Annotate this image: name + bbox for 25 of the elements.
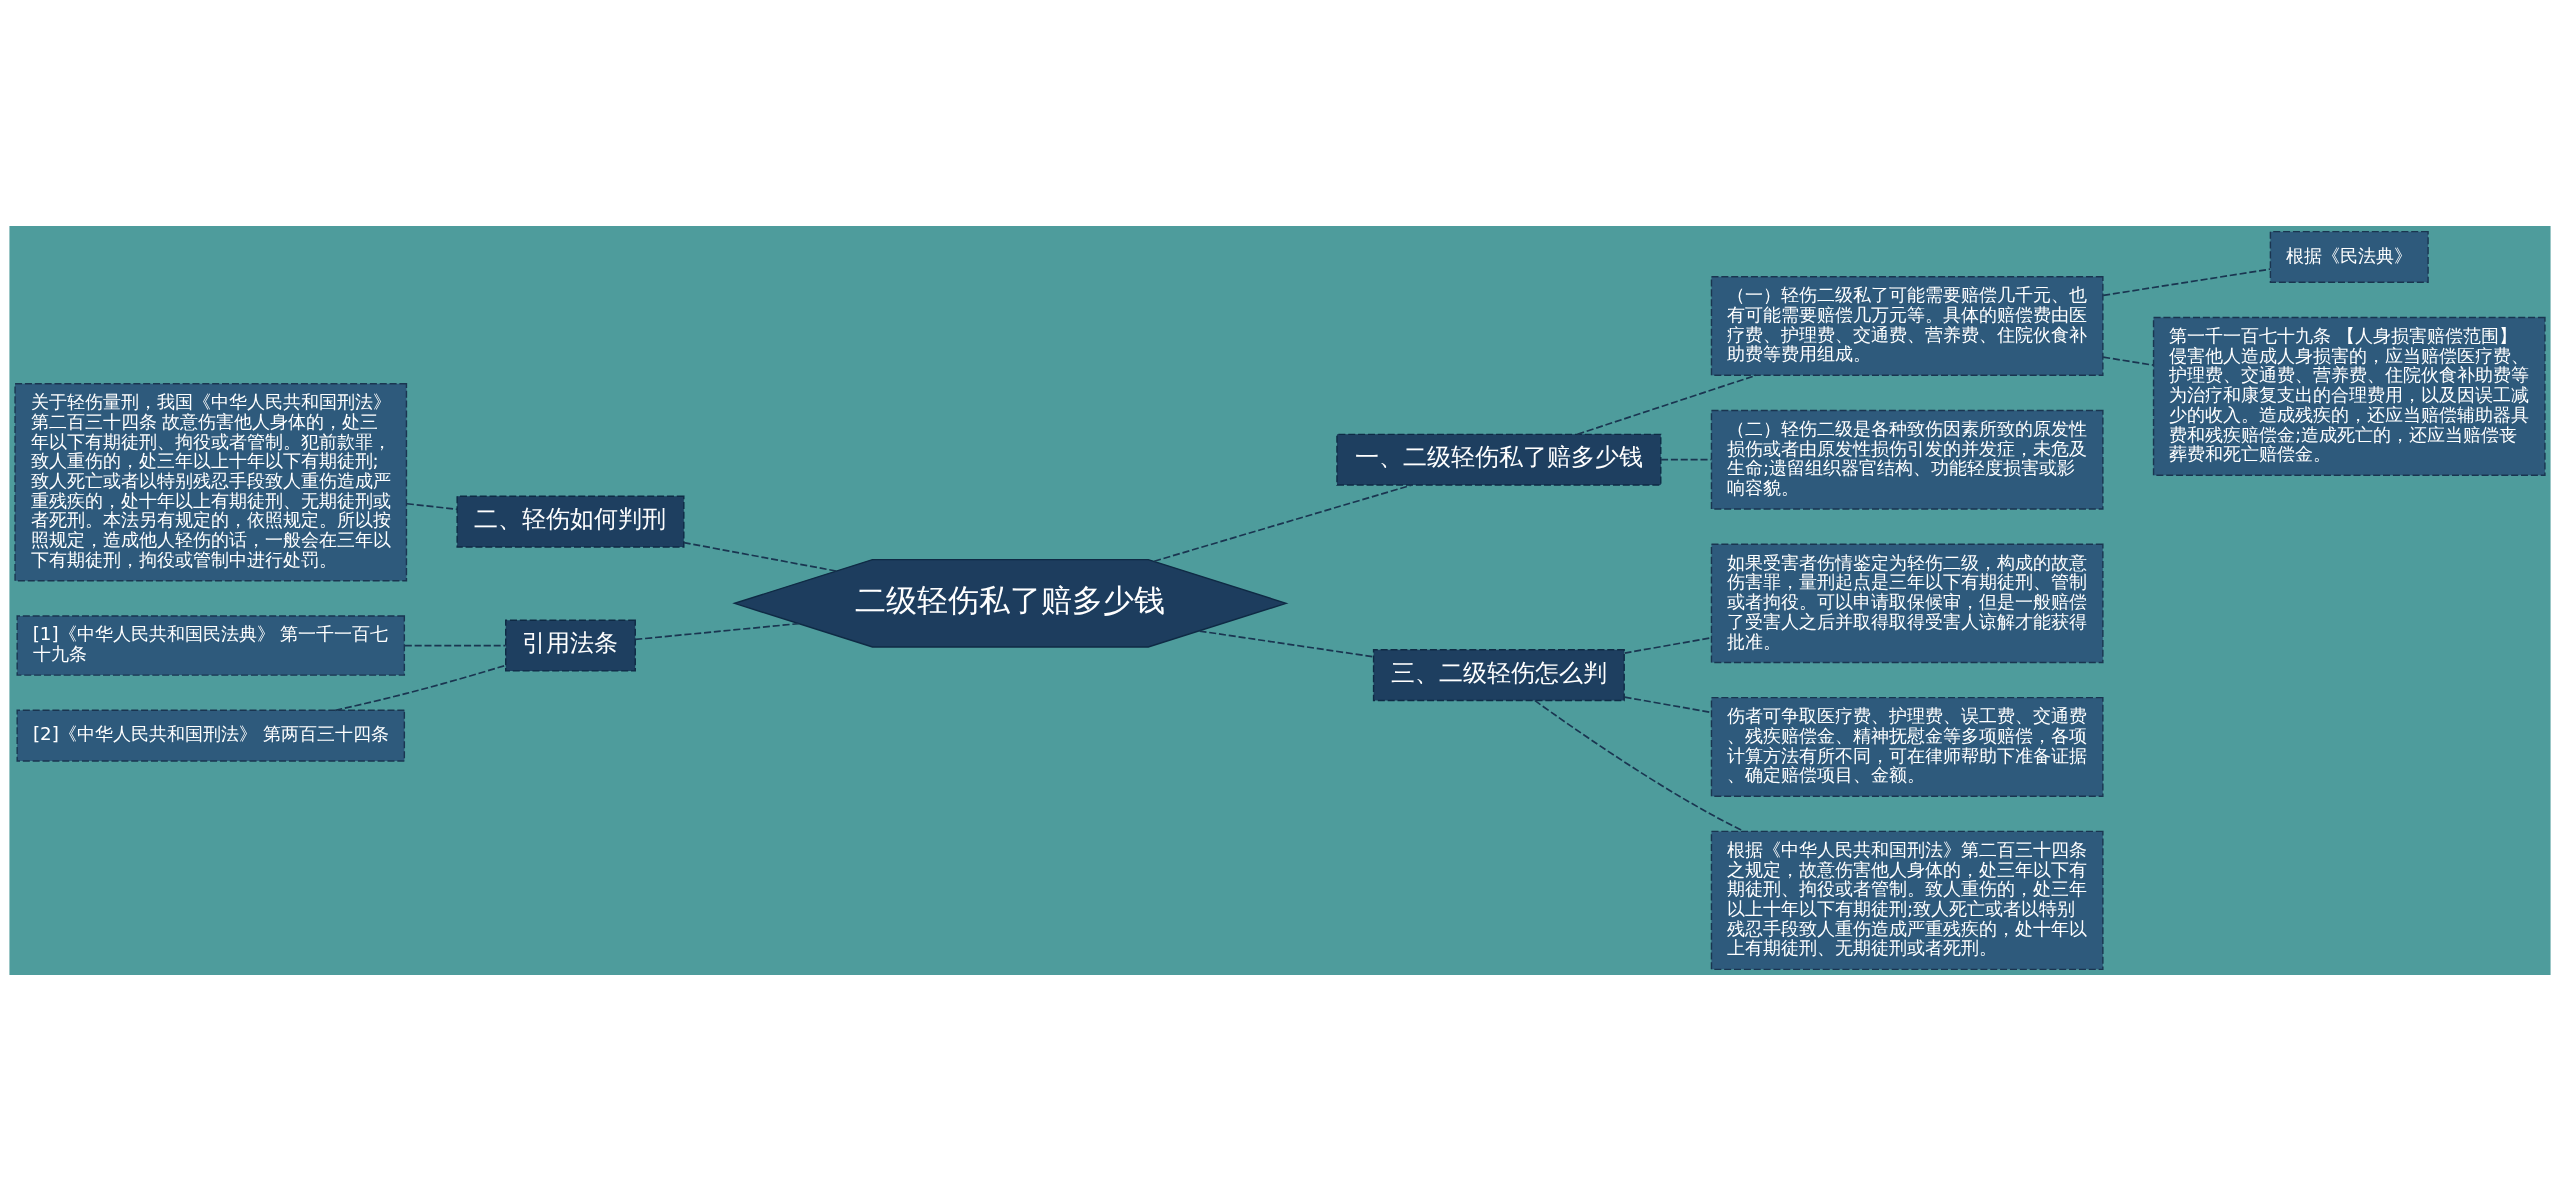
node-box: （一）轻伤二级私了可能需要赔偿几千元、也有可能需要赔偿几万元等。具体的赔偿费由医疗费、护理费、交通费、营养费、住院伙食补助费等费用组成。	[1710, 275, 2104, 376]
node-box: 如果受害者伤情鉴定为轻伤二级，构成的故意伤害罪，量刑起点是三年以下有期徒刑、管制或者拘役。可以申请取保候审，但是一般赔偿了受害人之后并取得取得受害人谅解才能获得批准。	[1710, 542, 2104, 663]
node-box: 第一千一百七十九条 【人身损害赔偿范围】侵害他人造成人身损害的，应当赔偿医疗费、护理费、交通费、营养费、住院伙食补助费等为治疗和康复支出的合理费用，以及因误工减少的收入。造成残疾的，还应当赔偿辅助器具费和残疾赔偿金;造成死亡的，还应当赔偿丧葬费和死亡赔偿金。	[2152, 316, 2546, 476]
node-box: （二）轻伤二级是各种致伤因素所致的原发性损伤或者由原发性损伤引发的并发症，未危及生命;遗留组织器官结构、功能轻度损害或影响容貌。	[1710, 409, 2104, 510]
connector	[634, 622, 800, 640]
node-box: 一、二级轻伤私了赔多少钱	[1336, 433, 1662, 486]
connector	[2102, 267, 2271, 296]
connector	[334, 664, 507, 711]
node-box: 根据《中华人民共和国刑法》第二百三十四条之规定，故意伤害他人身体的，处三年以下有期徒刑、拘役或者管制。致人重伤的，处三年以上十年以下有期徒刑;致人死亡或者以特别残忍手段致人重伤造成严重残疾的，处十年以上有期徒刑、无期徒刑或者死刑。	[1710, 830, 2104, 970]
node-box: 关于轻伤量刑，我国《中华人民共和国刑法》第二百三十四条 故意伤害他人身体的，处三年以下有期徒刑、拘役或者管制。犯前款罪，致人重伤的，处三年以上十年以下有期徒刑;致人死亡或者以特别残忍手段致人重伤造成严重残疾的，处十年以上有期徒刑、无期徒刑或者死刑。本法另有规定的，依照规定。所以按照规定，造成他人轻伤的话，一般会在三年以下有期徒刑，拘役或管制中进行处罚。	[14, 382, 408, 581]
node-box: 伤者可争取医疗费、护理费、误工费、交通费、残疾赔偿金、精神抚慰金等多项赔偿，各项计算方法有所不同，可在律师帮助下准备证据、确定赔偿项目、金额。	[1710, 696, 2104, 797]
node-box: 根据《民法典》	[2269, 230, 2429, 283]
connector	[1660, 458, 1712, 461]
connector	[1153, 483, 1413, 562]
connector	[1198, 629, 1375, 658]
connector	[2102, 355, 2154, 366]
node-box: [2]《中华人民共和国刑法》 第两百三十四条	[16, 709, 406, 762]
node-box: [1]《中华人民共和国民法典》 第一千一百七十九条	[16, 614, 406, 676]
node-box: 引用法条	[505, 619, 636, 672]
connector	[683, 541, 837, 572]
node-box: 三、二级轻伤怎么判	[1372, 648, 1625, 701]
connector	[1576, 373, 1757, 435]
connector	[403, 644, 507, 646]
connector	[405, 502, 458, 510]
node-box: 二、轻伤如何判刑	[456, 495, 685, 548]
